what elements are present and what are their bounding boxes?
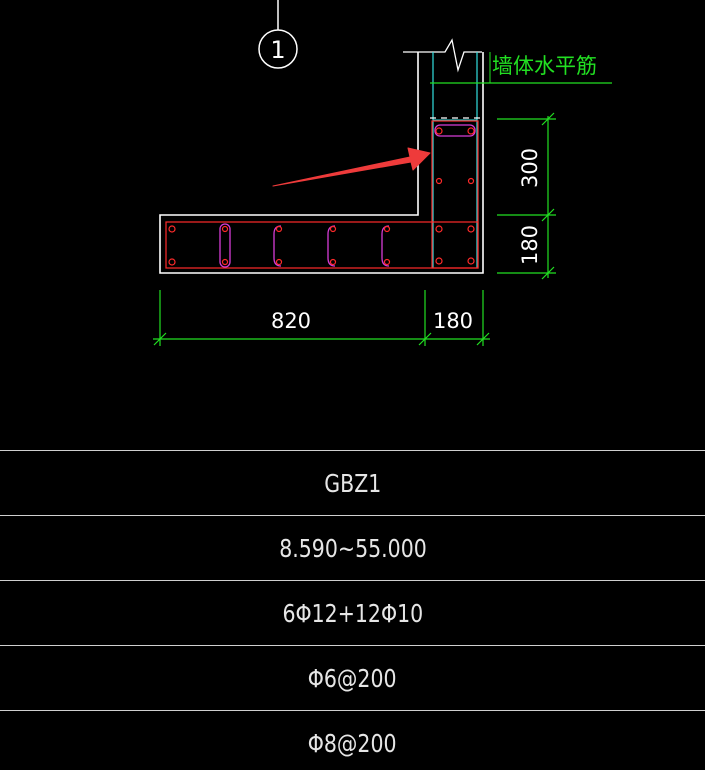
- annotation-arrow: [272, 147, 431, 187]
- wall-rebar-label: 墙体水平筋: [492, 54, 597, 78]
- web-stirrup: [431, 120, 479, 269]
- schedule-row-longitudinal: 6Φ12+12Φ10: [0, 580, 705, 645]
- dim-tick: [541, 266, 555, 280]
- axis-bubble: [258, 29, 298, 69]
- schedule-row-elevation: 8.590~55.000: [0, 515, 705, 580]
- column-id: GBZ1: [323, 468, 382, 498]
- rebar-dot: [221, 258, 229, 266]
- rebar-dot: [329, 225, 337, 233]
- rebar-dot: [168, 225, 176, 233]
- dim-web-extension: 300: [518, 148, 542, 188]
- rebar-dot: [435, 127, 443, 135]
- rebar-dot: [467, 257, 475, 265]
- dim-tick: [541, 112, 555, 126]
- horizontal-dimension: [153, 290, 490, 346]
- longitudinal-rebar: 6Φ12+12Φ10: [282, 598, 423, 628]
- rebar-dot: [383, 258, 391, 266]
- stirrup-spec: Φ6@200: [308, 663, 397, 693]
- tie-1: [219, 223, 231, 268]
- rebar-dot: [467, 127, 475, 135]
- top-tie: [434, 124, 476, 137]
- schedule-row-tie: Φ8@200: [0, 710, 705, 770]
- rebar-dot: [467, 177, 475, 185]
- rebar-dot: [435, 177, 443, 185]
- rebar-dot: [435, 225, 443, 233]
- dim-tick: [418, 332, 432, 346]
- rebar-group: [168, 127, 475, 266]
- dim-web-thickness: 180: [433, 309, 473, 333]
- dim-tick: [153, 332, 167, 346]
- dim-tick: [476, 332, 490, 346]
- dim-tick: [541, 208, 555, 222]
- rebar-dot: [329, 258, 337, 266]
- rebar-dot: [275, 258, 283, 266]
- rebar-dot: [275, 225, 283, 233]
- rebar-dot: [383, 225, 391, 233]
- tie-spec: Φ8@200: [308, 728, 397, 758]
- dim-flange-thickness: 180: [518, 225, 542, 265]
- rebar-dot: [467, 225, 475, 233]
- rebar-dot: [435, 257, 443, 265]
- vertical-dimension: [497, 112, 556, 280]
- flange-stirrup: [165, 221, 479, 269]
- section-drawing: 1 墙体水平筋: [153, 0, 612, 346]
- break-line: [403, 38, 482, 73]
- schedule-row-number: GBZ1: [0, 450, 705, 515]
- schedule-row-stirrup: Φ6@200: [0, 645, 705, 710]
- rebar-dot: [221, 225, 229, 233]
- axis-number: 1: [270, 36, 285, 64]
- elevation-range: 8.590~55.000: [278, 533, 427, 563]
- column-outline: [159, 52, 484, 274]
- rebar-dot: [168, 258, 176, 266]
- column-schedule-table: GBZ1 8.590~55.000 6Φ12+12Φ10 Φ6@200 Φ8@2…: [0, 450, 705, 770]
- dim-flange-length: 820: [271, 309, 311, 333]
